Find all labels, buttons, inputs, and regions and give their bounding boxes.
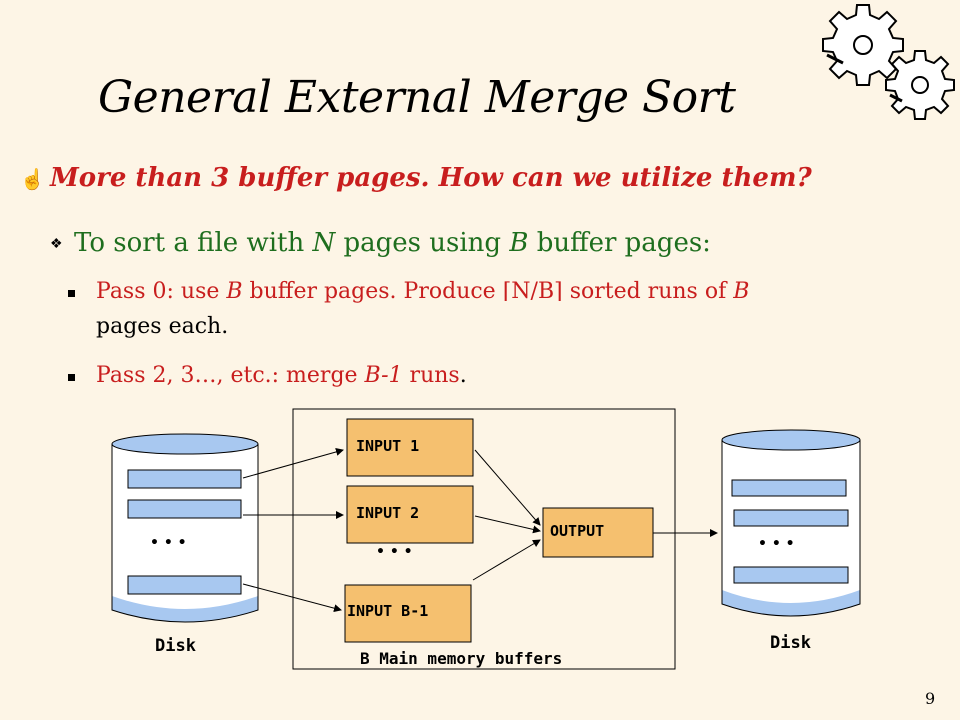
bullet-1-text: To sort a file with N pages using B buff…	[74, 228, 711, 258]
disk-page	[127, 575, 242, 595]
input-1-label: INPUT 1	[356, 437, 419, 455]
memory-frame	[292, 408, 676, 670]
sub-bullet-1-line-1: Pass 0: use B buffer pages. Produce ⌈N/B…	[96, 279, 750, 304]
left-disk-label: Disk	[155, 636, 196, 656]
merge-diagram: • • • Disk INPUT 1 INPUT 2 • • • INPUT B…	[111, 408, 861, 670]
memory-label: B Main memory buffers	[360, 649, 562, 668]
diamond-bullet-icon: ❖	[50, 236, 63, 252]
disk-page	[127, 499, 242, 519]
input-1-buffer	[346, 418, 474, 477]
page-number: 9	[925, 689, 936, 708]
square-bullet-icon	[68, 290, 75, 297]
right-disk-ellipsis: • • •	[758, 536, 795, 552]
input-b-1-buffer	[344, 584, 472, 643]
arrow	[242, 448, 344, 479]
disk-page	[733, 566, 849, 584]
right-disk	[721, 429, 861, 617]
sub-bullet-2: Pass 2, 3…, etc.: merge B-1 runs.	[96, 363, 467, 388]
question-text: More than 3 buffer pages. How can we uti…	[50, 163, 812, 193]
left-disk-ellipsis: • • •	[150, 535, 187, 551]
arrow	[474, 449, 541, 526]
arrow	[242, 583, 342, 613]
arrow	[472, 539, 541, 581]
square-bullet-icon	[68, 374, 75, 381]
arrow	[474, 515, 541, 534]
buffers-ellipsis: • • •	[376, 544, 413, 560]
gears-icon	[822, 4, 955, 120]
output-label: OUTPUT	[550, 522, 604, 540]
sub-bullet-1-line-2: pages each.	[96, 314, 229, 339]
right-disk-label: Disk	[770, 633, 811, 653]
slide-title: General External Merge Sort	[98, 72, 736, 123]
input-2-label: INPUT 2	[356, 504, 419, 522]
pointing-hand-icon: ☝	[20, 167, 45, 191]
input-b-1-label: INPUT B-1	[347, 602, 428, 620]
input-2-buffer	[346, 485, 474, 544]
left-disk	[111, 433, 259, 623]
disk-page	[733, 509, 849, 527]
disk-page	[127, 469, 242, 489]
disk-page	[731, 479, 847, 497]
